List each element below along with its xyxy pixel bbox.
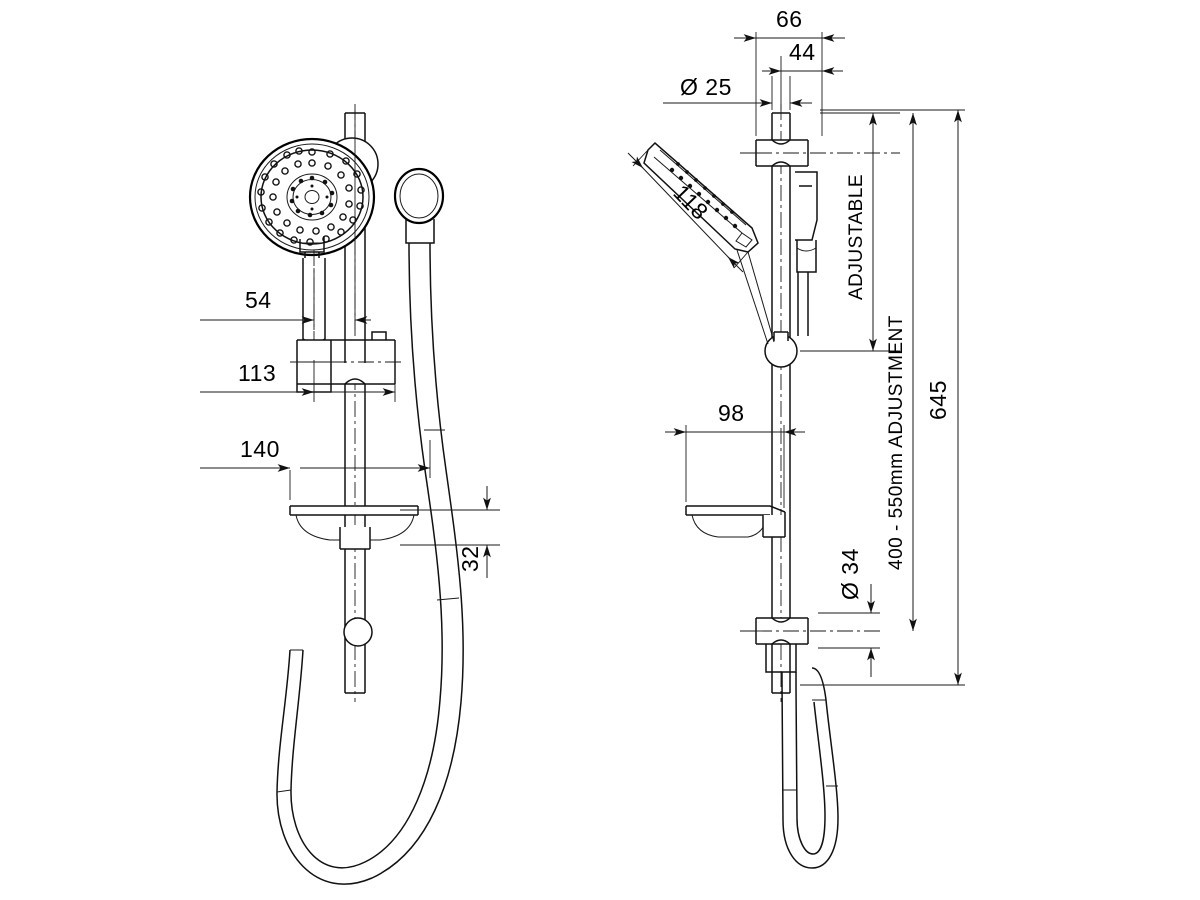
front-shower-head [248,137,379,263]
dim-44: 44 [762,39,843,110]
dim-adjustable: ADJUSTABLE [800,112,900,352]
side-handshower-cradle [795,171,818,336]
dim-98-label: 98 [718,400,745,426]
dim-34-label: Ø 34 [837,548,863,600]
dim-118-label: 118 [668,179,713,225]
side-soap-dish [685,505,786,538]
side-rail [771,104,791,702]
nozzle-ring-outer [257,147,365,246]
side-bottom-bracket [740,617,880,673]
dim-66: 66 [734,6,845,136]
front-lower-elbow [343,617,373,647]
side-view: 66 44 Ø 25 118 [627,6,965,869]
dim-25-label: Ø 25 [680,74,732,100]
dim-98: 98 [665,400,805,508]
dim-44-label: 44 [789,39,816,65]
dim-adjustment-range-label: 400 - 550mm ADJUSTMENT [886,315,907,570]
nozzle-ring-inner [289,175,335,218]
dim-32-label: 32 [457,545,483,572]
front-hose [276,167,464,885]
dim-adjustable-label: ADJUSTABLE [846,174,867,300]
dim-113-label: 113 [238,360,276,386]
dim-140: 140 [200,436,431,500]
front-soap-dish [289,505,419,550]
side-hose [781,667,839,869]
side-top-bracket [740,139,900,167]
dim-54: 54 [200,110,371,330]
dim-645-label: 645 [925,380,951,420]
dim-113: 113 [200,348,396,402]
side-handshower [643,141,775,345]
side-holder-ring [764,331,798,368]
dim-34: Ø 34 [818,548,880,677]
dim-66-label: 66 [776,6,803,32]
front-holder-bracket [290,331,402,393]
dim-54-label: 54 [245,287,272,313]
nozzle-ring-middle [269,159,353,235]
dim-25: Ø 25 [663,74,812,110]
dim-adjustment-range: 400 - 550mm ADJUSTMENT [886,112,917,632]
dim-140-label: 140 [240,436,280,462]
front-view: 54 113 140 32 [200,104,500,885]
dim-32: 32 [400,486,500,578]
dim-645: 645 [800,109,965,686]
